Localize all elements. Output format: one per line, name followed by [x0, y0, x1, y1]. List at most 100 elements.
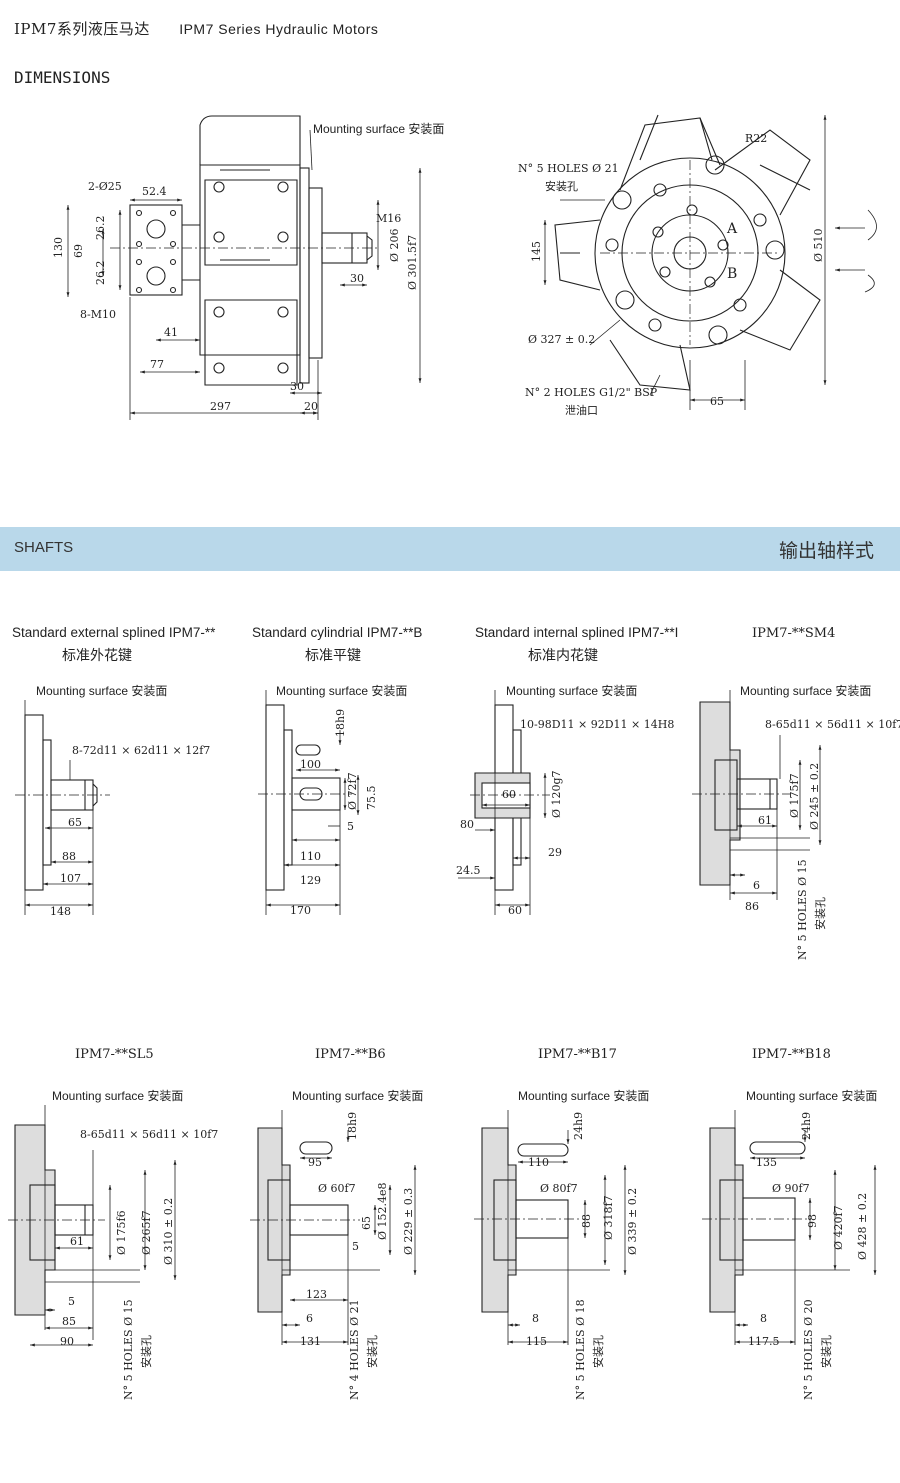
- shafts-band: SHAFTS 输出轴样式: [0, 527, 900, 571]
- label-mount-holes-cn: 安装孔: [545, 179, 578, 193]
- s8-135: 135: [756, 1156, 777, 1169]
- s7-318f7: Ø 318f7: [602, 1195, 615, 1240]
- s6-60f7: Ø 60f7: [318, 1182, 356, 1195]
- s2-100: 100: [300, 758, 321, 771]
- s7-88: 88: [580, 1214, 593, 1228]
- s4-86: 86: [745, 900, 759, 913]
- s8-8: 8: [760, 1312, 767, 1325]
- s5-175f6: Ø 175f6: [115, 1210, 128, 1255]
- label-r22: R22: [745, 132, 767, 145]
- s6-5: 5: [352, 1240, 359, 1253]
- s2-72f7: Ø 72f7: [346, 772, 359, 810]
- dimensions-title: DIMENSIONS: [14, 68, 111, 87]
- shaft8-mount: Mounting surface 安装面: [746, 1088, 877, 1103]
- label-5-holes-21: N° 5 HOLES Ø 21: [518, 162, 619, 175]
- shafts-label: SHAFTS: [14, 539, 74, 556]
- s7-339: Ø 339 ± 0.2: [626, 1188, 639, 1255]
- s7-8: 8: [532, 1312, 539, 1325]
- s6-229: Ø 229 ± 0.3: [402, 1188, 415, 1255]
- s2-170: 170: [290, 904, 311, 917]
- shaft3-title: Standard internal splined IPM7-**I: [475, 625, 678, 640]
- port-b-label: B: [727, 266, 737, 282]
- label-26-2-b: 26.2: [94, 261, 107, 286]
- s8-117-5: 117.5: [748, 1335, 780, 1348]
- s5-310: Ø 310 ± 0.2: [162, 1198, 175, 1265]
- shaft5-mount: Mounting surface 安装面: [52, 1088, 183, 1103]
- s8-90f7: Ø 90f7: [772, 1182, 810, 1195]
- shaft1-mount: Mounting surface 安装面: [36, 683, 167, 698]
- s3-80: 80: [460, 818, 474, 831]
- s5-spline: 8-65d11 × 56d11 × 10f7: [80, 1128, 218, 1141]
- label-30-a: 30: [350, 272, 364, 285]
- s3-24-5: 24.5: [456, 864, 481, 877]
- s6-131: 131: [300, 1335, 321, 1348]
- s6-95: 95: [308, 1156, 322, 1169]
- s3-60b: 60: [508, 904, 522, 917]
- s5-85: 85: [62, 1315, 76, 1328]
- s8-420f7: Ø 420f7: [832, 1205, 845, 1250]
- title-cn: IPM7系列液压马达: [14, 20, 150, 38]
- label-52-4: 52.4: [142, 185, 167, 198]
- label-327: Ø 327 ± 0.2: [528, 333, 595, 346]
- label-130: 130: [52, 237, 65, 258]
- label-301-5: Ø 301.5f7: [406, 235, 419, 290]
- s1-107: 107: [60, 872, 81, 885]
- s1-88: 88: [62, 850, 76, 863]
- s2-5: 5: [347, 820, 354, 833]
- front-view-drawing: [554, 114, 821, 391]
- label-m16: M16: [376, 212, 401, 225]
- s1-65: 65: [68, 816, 82, 829]
- title-en: IPM7 Series Hydraulic Motors: [179, 21, 379, 37]
- s4-61: 61: [758, 814, 772, 827]
- label-holes-25: 2-Ø25: [88, 180, 122, 193]
- shaft1-title-cn: 标准外花键: [62, 648, 132, 664]
- label-41: 41: [164, 326, 178, 339]
- s5-5: 5: [68, 1295, 75, 1308]
- label-8-m10: 8-M10: [80, 308, 116, 321]
- label-2-holes-bsp: N° 2 HOLES G1/2" BSP: [525, 386, 658, 399]
- shafts-label-cn: 输出轴样式: [778, 540, 874, 562]
- s6-152-4: Ø 152.4e8: [376, 1182, 389, 1240]
- s7-holes: N° 5 HOLES Ø 18: [574, 1299, 587, 1400]
- s7-24h9: 24h9: [572, 1112, 585, 1140]
- label-510: Ø 510: [812, 228, 825, 262]
- shaft7-mount: Mounting surface 安装面: [518, 1088, 649, 1103]
- s6-18h9: 18h9: [346, 1112, 359, 1140]
- s1-spline: 8-72d11 × 62d11 × 12f7: [72, 744, 210, 757]
- side-mounting-surface: Mounting surface 安装面: [313, 121, 444, 136]
- s3-29: 29: [548, 846, 562, 859]
- s4-6: 6: [753, 879, 760, 892]
- s2-75-5: 75.5: [365, 786, 378, 811]
- shaft6-mount: Mounting surface 安装面: [292, 1088, 423, 1103]
- label-145: 145: [530, 241, 543, 262]
- s5-61: 61: [70, 1235, 84, 1248]
- s6-holes-cn: 安装孔: [365, 1335, 379, 1368]
- shaft7-title: IPM7-**B17: [538, 1047, 617, 1062]
- label-drain-cn: 泄油口: [565, 403, 598, 417]
- s6-holes: N° 4 HOLES Ø 21: [348, 1299, 361, 1400]
- s8-holes-cn: 安装孔: [819, 1335, 833, 1368]
- s8-holes: N° 5 HOLES Ø 20: [802, 1299, 815, 1400]
- label-65: 65: [710, 395, 724, 408]
- shaft3-title-cn: 标准内花键: [528, 648, 598, 664]
- port-a-label: A: [726, 221, 738, 237]
- shaft3-mount: Mounting surface 安装面: [506, 683, 637, 698]
- shaft4-mount: Mounting surface 安装面: [740, 683, 871, 698]
- label-69: 69: [72, 244, 85, 258]
- s6-123: 123: [306, 1288, 327, 1301]
- shaft1-title: Standard external splined IPM7-**: [12, 625, 216, 640]
- s5-265f7: Ø 265f7: [140, 1210, 153, 1255]
- shaft6-title: IPM7-**B6: [315, 1047, 386, 1062]
- s8-24h9: 24h9: [800, 1112, 813, 1140]
- s7-115: 115: [526, 1335, 547, 1348]
- s4-245: Ø 245 ± 0.2: [808, 763, 821, 830]
- s8-428: Ø 428 ± 0.2: [856, 1193, 869, 1260]
- shaft5-title: IPM7-**SL5: [75, 1047, 154, 1062]
- s2-129: 129: [300, 874, 321, 887]
- shaft-b6-drawing: [250, 1127, 360, 1313]
- label-297: 297: [210, 400, 231, 413]
- s5-90: 90: [60, 1335, 74, 1348]
- s7-110: 110: [528, 1156, 549, 1169]
- s6-6: 6: [306, 1312, 313, 1325]
